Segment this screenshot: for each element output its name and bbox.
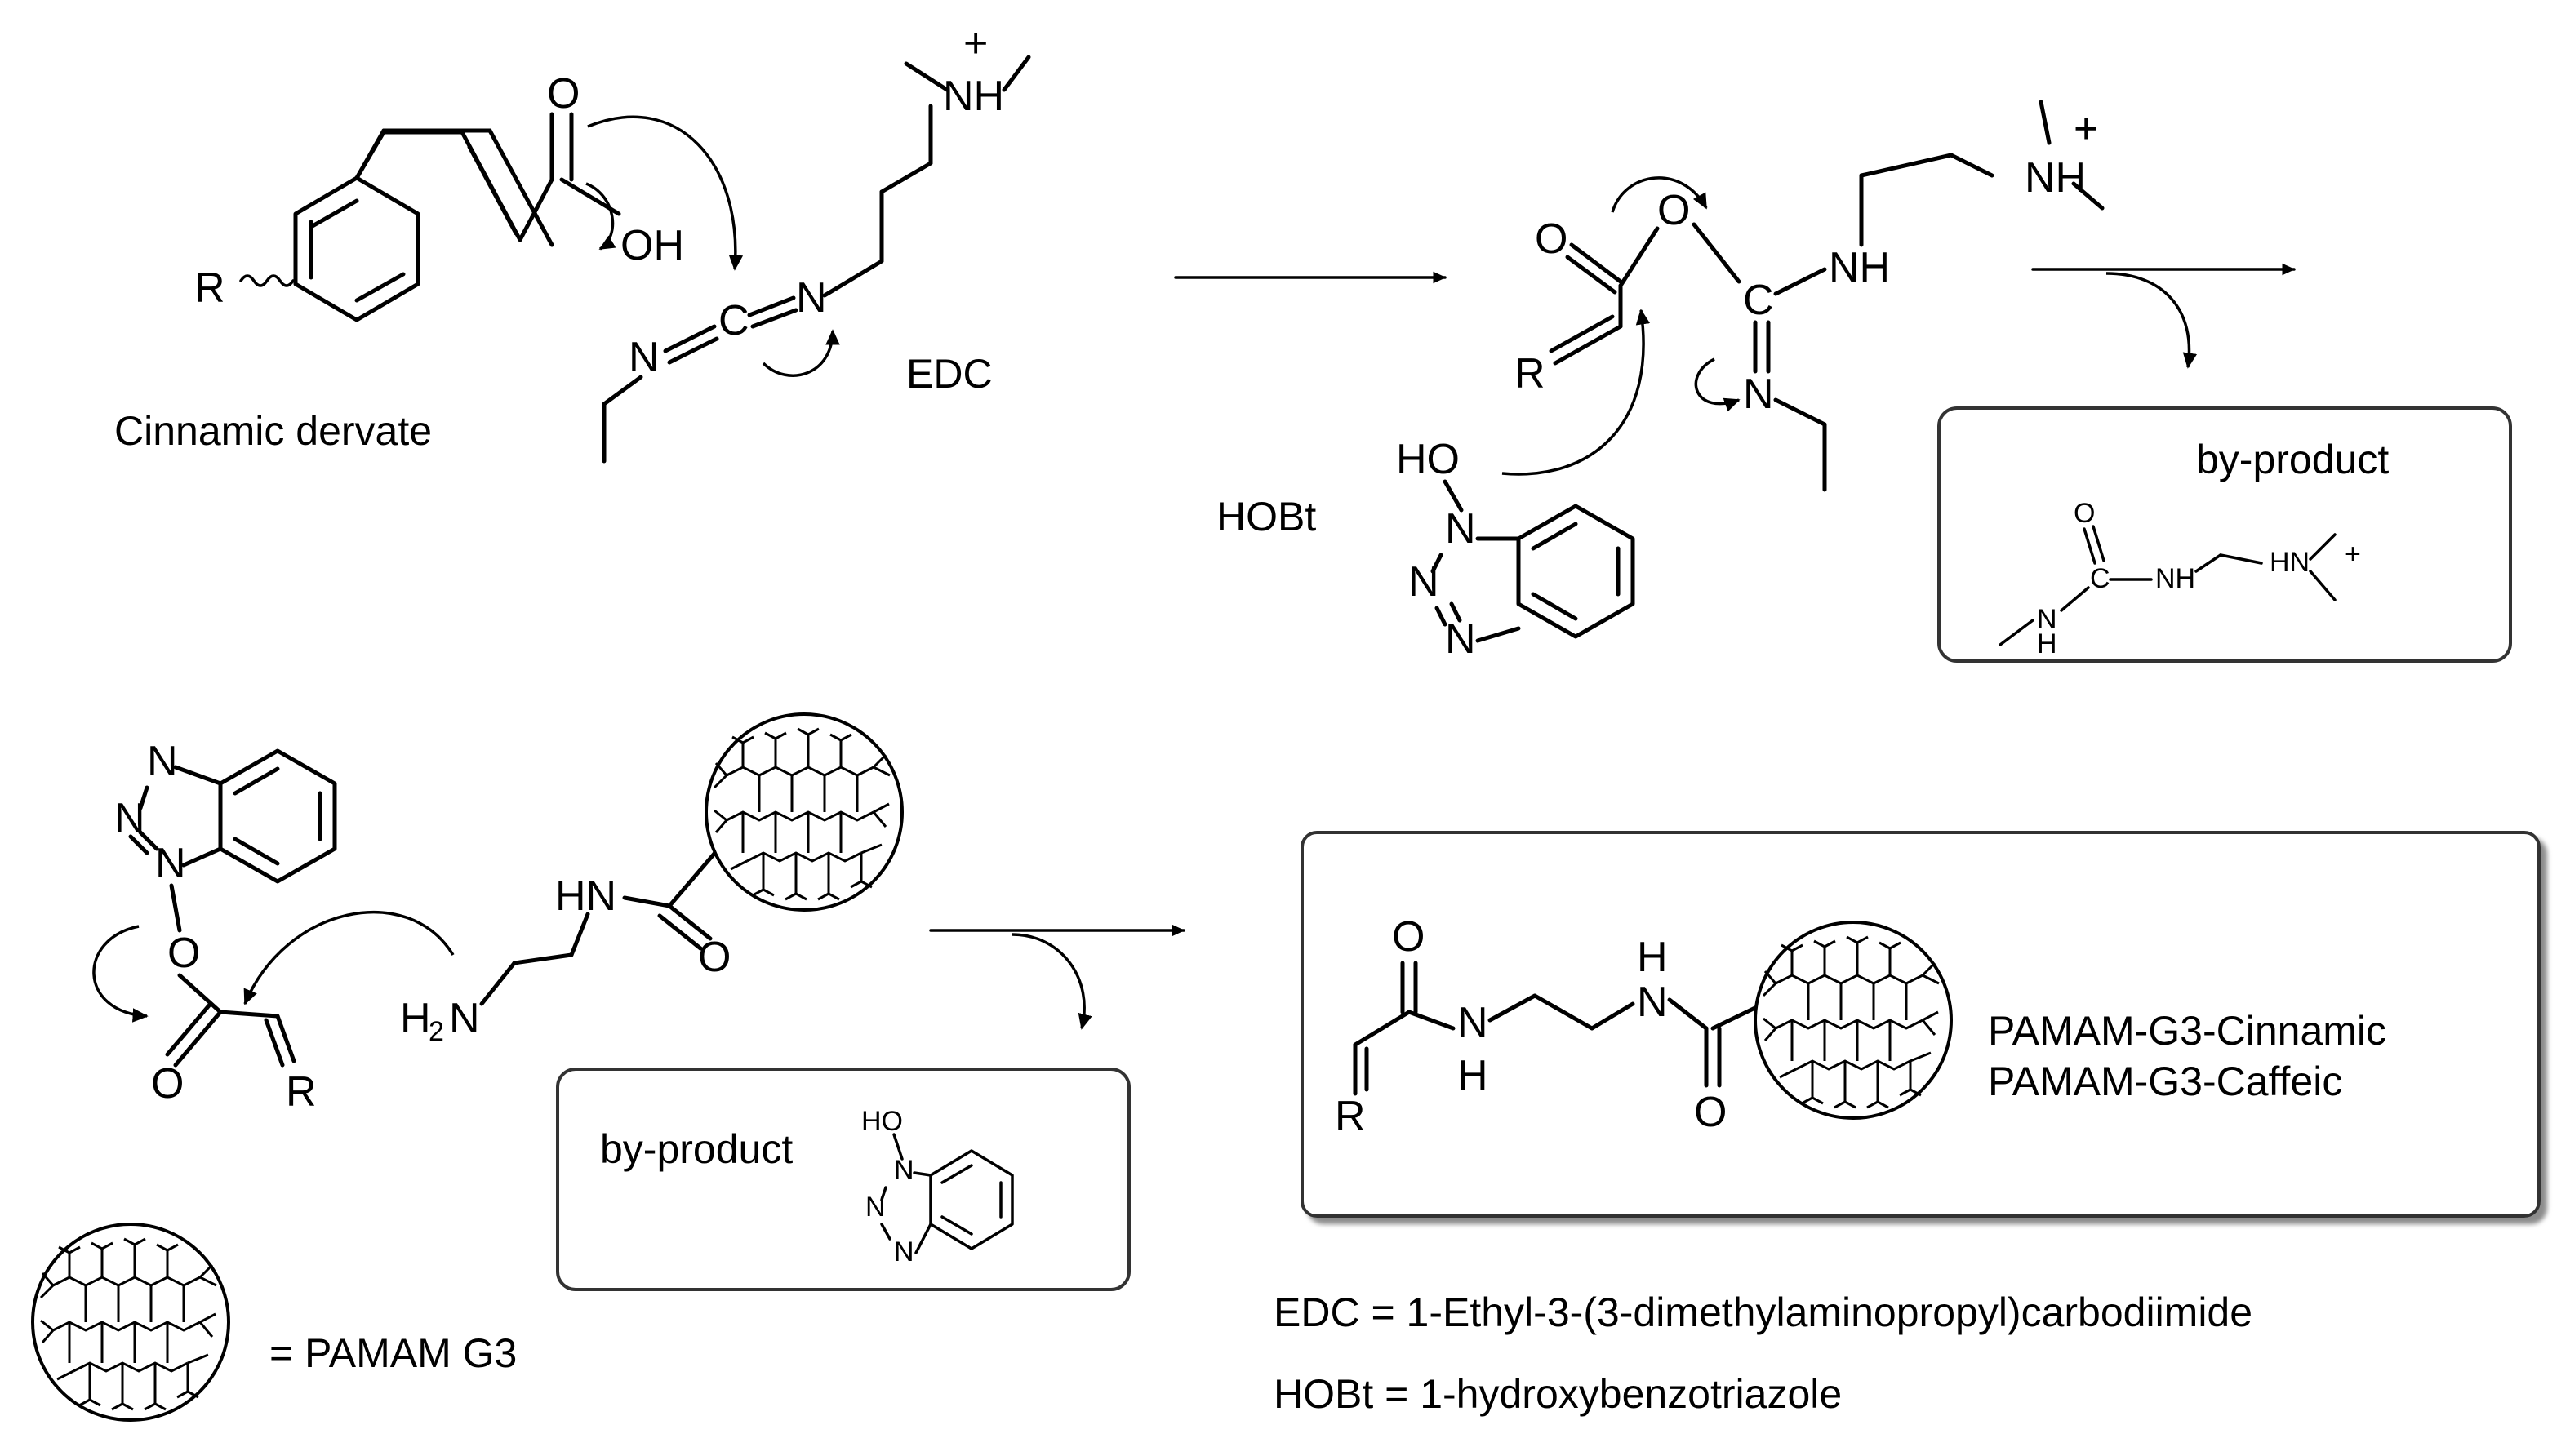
hobt-label: HOBt (1216, 494, 1316, 539)
curved-electron-arrow-4 (1611, 176, 1708, 213)
atom-n3-by: N (894, 1236, 914, 1267)
curved-electron-arrow-3 (762, 329, 840, 377)
curved-electron-arrow-7 (92, 925, 149, 1023)
atom-o-amide: O (698, 934, 731, 981)
charge-plus-int: + (2074, 105, 2098, 153)
atom-h-prod-1: H (1457, 1052, 1488, 1099)
atom-n1-hobt: N (1445, 505, 1476, 553)
atom-o-int-1: O (1535, 215, 1567, 263)
urea-byproduct-structure: O C NH N H HN + (1999, 498, 2361, 659)
atom-r-int: R (1514, 350, 1545, 397)
cinnamic-derivative-structure: R O OH (194, 70, 684, 322)
atom-o-urea: O (2074, 498, 2095, 529)
curved-electron-arrow-6 (1501, 309, 1651, 476)
atom-nh-edc: NH (943, 73, 1004, 120)
hobt-active-ester: N N N O O R (92, 738, 455, 1116)
hobt-byproduct-structure: HO N N N (861, 1106, 1014, 1267)
atom-n-urea: N (2037, 604, 2057, 635)
atom-c-int: C (1743, 277, 1774, 324)
pamam-dendrimer-icon (705, 712, 904, 912)
byproduct-label-1: by-product (2196, 437, 2389, 482)
o-acylisourea-intermediate: O O C NH N R NH + (1501, 100, 2105, 492)
atom-nh-urea: NH (2155, 563, 2195, 594)
atom-n-amine: N (449, 995, 480, 1042)
pamam-dendrimer-icon-2 (1754, 921, 1953, 1120)
atom-n3-hobt: N (1445, 615, 1476, 663)
atom-r-prod: R (1335, 1093, 1366, 1140)
atom-hn-urea: HN (2270, 547, 2310, 578)
edc-definition: EDC = 1-Ethyl-3-(3-dimethylaminopropyl)c… (1274, 1290, 2252, 1335)
atom-h2-amine: H (400, 995, 431, 1042)
atom-n-prod-1: N (1457, 999, 1488, 1046)
atom-subscript-2: 2 (429, 1016, 444, 1047)
atom-n-edc-1: N (629, 334, 660, 381)
atom-n-ester-1: N (147, 738, 178, 785)
hobt-structure: HO N N N (1396, 436, 1635, 663)
atom-h-urea: H (2037, 628, 2057, 659)
curved-electron-arrow-5 (1694, 357, 1741, 412)
atom-ho-by: HO (861, 1106, 903, 1137)
atom-r: R (194, 264, 225, 312)
atom-o-prod-2: O (1694, 1089, 1727, 1136)
byproduct-box-2 (556, 1068, 1131, 1291)
atom-ho-hobt: HO (1396, 436, 1460, 483)
product-label-1: PAMAM-G3-Cinnamic (1988, 1008, 2386, 1054)
byproduct-arrow-2 (1012, 933, 1092, 1030)
atom-n-ester-3: N (155, 840, 186, 887)
charge-plus-urea: + (2345, 539, 2361, 570)
atom-o-prod-1: O (1392, 913, 1425, 961)
atom-n-prod-2: N (1637, 979, 1668, 1026)
pamam-legend-icon (31, 1223, 230, 1422)
atom-o-ester-1: O (167, 930, 200, 977)
amine-pamam-structure: H 2 N HN O (400, 712, 904, 1047)
product-structure: O N H H N O R (1335, 913, 1953, 1140)
curved-electron-arrow-2 (587, 115, 744, 271)
charge-plus-edc: + (963, 20, 988, 67)
pamam-legend-label: = PAMAM G3 (269, 1330, 517, 1376)
curved-electron-arrow-8 (243, 910, 455, 1005)
atom-r-ester: R (286, 1068, 317, 1116)
atom-n1-by: N (894, 1155, 914, 1186)
atom-c-edc: C (718, 297, 749, 344)
byproduct-box-1 (1937, 406, 2512, 663)
atom-n-int: N (1743, 371, 1774, 418)
cinnamic-label: Cinnamic dervate (114, 408, 432, 454)
atom-nh-int: NH (1829, 244, 1890, 291)
atom-hn-amide: HN (555, 872, 616, 920)
atom-o-ester-2: O (151, 1060, 184, 1108)
byproduct-arrow-1 (2105, 272, 2198, 369)
curved-electron-arrow (585, 182, 616, 251)
byproduct-label-2: by-product (600, 1126, 793, 1172)
atom-o-int-2: O (1657, 187, 1690, 234)
edc-label: EDC (906, 351, 993, 397)
atom-oh: OH (620, 222, 684, 269)
atom-nh-int-2: NH (2025, 154, 2086, 202)
atom-h-prod-2: H (1637, 934, 1668, 981)
edc-structure: N C N NH + (587, 20, 1031, 464)
product-label-2: PAMAM-G3-Caffeic (1988, 1059, 2342, 1104)
atom-o: O (547, 70, 580, 118)
atom-n-edc-2: N (796, 274, 827, 322)
hobt-definition: HOBt = 1-hydroxybenzotriazole (1274, 1371, 1842, 1417)
atom-c-urea: C (2090, 563, 2110, 594)
